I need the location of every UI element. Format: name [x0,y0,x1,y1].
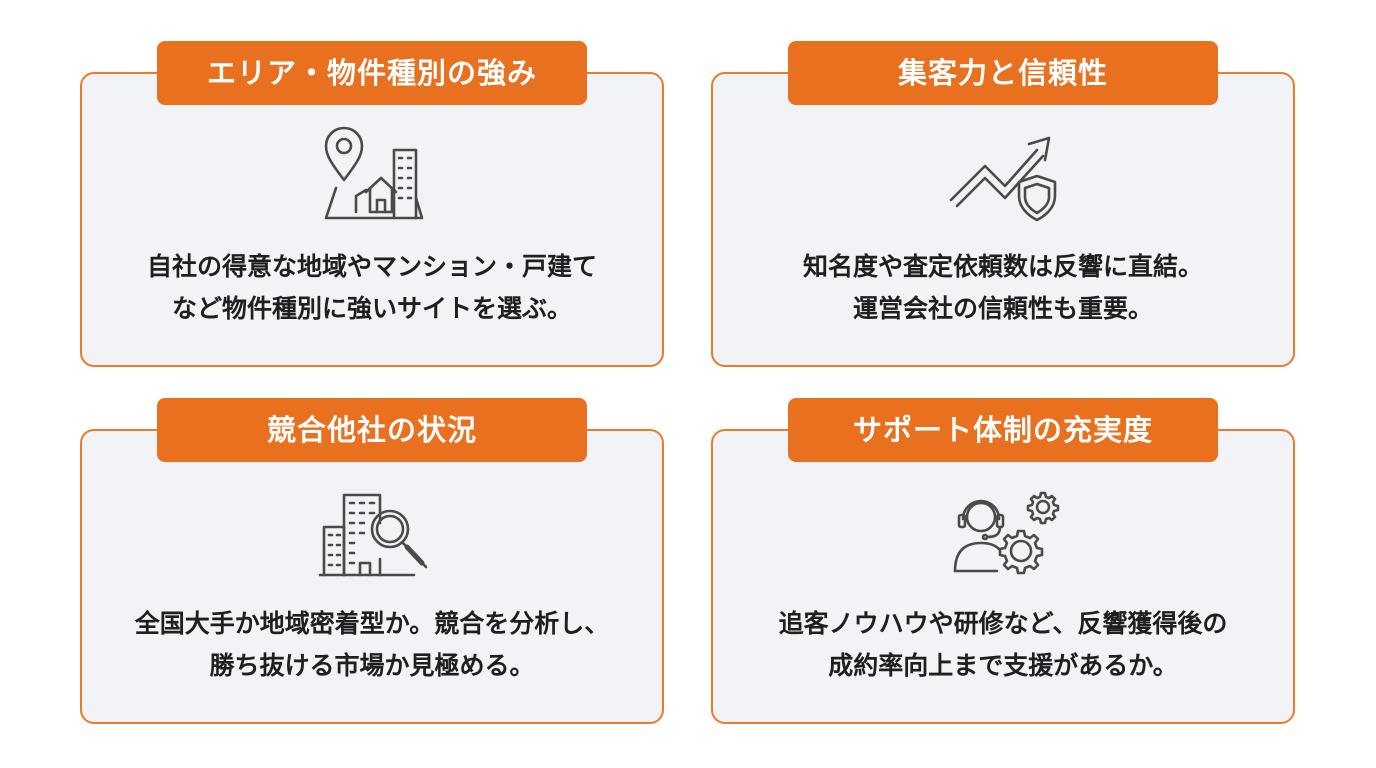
description-line: 運営会社の信頼性も重要。 [852,294,1153,323]
description-line: 知名度や査定依頼数は反響に直結。 [802,252,1203,281]
card-title: サポート体制の充実度 [788,398,1218,462]
description-line: 自社の得意な地域やマンション・戸建て [146,252,597,281]
card-competitors: 競合他社の状況 全国大手か地域密着型か。競合を分析し、 勝ち抜ける市場か見極める… [80,398,664,724]
card-area-property-type: エリア・物件種別の強み 自社の得意な地域やマンション・戸建て など物件種別に強い… [80,41,664,367]
map-pin-buildings-icon [314,126,434,226]
description-line: 追客ノウハウや研修など、反響獲得後の [778,609,1228,638]
card-reach-trust: 集客力と信頼性 知名度や査定依頼数は反響に直結。 運営会社の信頼性も重要。 [711,41,1295,367]
card-description: 自社の得意な地域やマンション・戸建て など物件種別に強いサイトを選ぶ。 [92,246,652,330]
card-title: エリア・物件種別の強み [157,41,587,105]
card-support-system: サポート体制の充実度 追客ノウハウや研修など [711,398,1295,724]
card-description: 追客ノウハウや研修など、反響獲得後の 成約率向上まで支援があるか。 [723,603,1283,687]
description-line: 勝ち抜ける市場か見極める。 [209,651,535,680]
card-description: 全国大手か地域密着型か。競合を分析し、 勝ち抜ける市場か見極める。 [92,603,652,687]
headset-gears-icon [945,483,1065,583]
buildings-magnifier-icon [314,483,434,583]
description-line: 成約率向上まで支援があるか。 [828,651,1178,680]
description-line: など物件種別に強いサイトを選ぶ。 [171,294,572,323]
description-line: 全国大手か地域密着型か。競合を分析し、 [134,609,610,638]
growth-arrow-shield-icon [945,126,1065,226]
card-description: 知名度や査定依頼数は反響に直結。 運営会社の信頼性も重要。 [723,246,1283,330]
card-title: 競合他社の状況 [157,398,587,462]
card-title: 集客力と信頼性 [788,41,1218,105]
